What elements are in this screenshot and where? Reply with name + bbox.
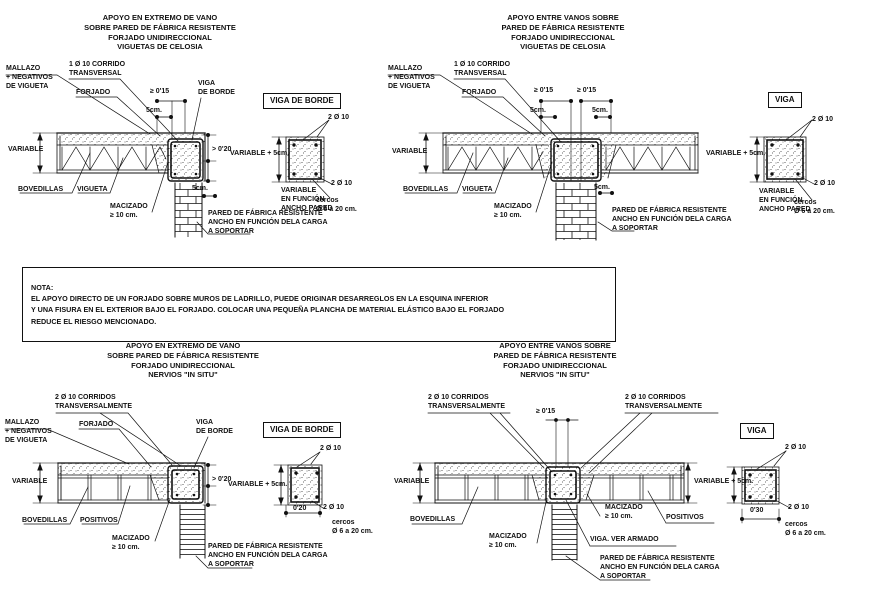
label-top-bars: 2 Ø 10: [320, 445, 342, 452]
label-top-bars: 2 Ø 10: [785, 444, 807, 451]
box-label-viga: VIGA: [768, 92, 802, 108]
label-mallazo-negativos: MALLAZO + NEGATIVOS DE VIGUETA: [6, 65, 53, 90]
label-viga-ver-armado: VIGA. VER ARMADO: [590, 536, 659, 543]
label-pared-fabrica: PARED DE FÁBRICA RESISTENTE ANCHO EN FUN…: [208, 543, 328, 568]
dim-variable: VARIABLE: [8, 146, 44, 153]
label-bottom-bars: 2 Ø 10: [331, 180, 353, 187]
label-forjado: FORJADO: [462, 89, 497, 96]
label-bottom-bars: 2 Ø 10: [788, 504, 810, 511]
label-forjado: FORJADO: [79, 421, 114, 428]
label-bovedillas: BOVEDILLAS: [22, 517, 68, 524]
label-viga-de-borde-leader: VIGA DE BORDE: [196, 419, 233, 435]
dim-min-015: ≥ 0'15: [536, 408, 556, 415]
label-mallazo-negativos: MALLAZO + NEGATIVOS DE VIGUETA: [5, 419, 52, 444]
label-cercos: cercos Ø 6 a 20 cm.: [316, 197, 357, 213]
dim-5cm-wall: 5cm.: [594, 184, 610, 191]
dim-5cm-right: 5cm.: [592, 107, 608, 114]
label-macizado: MACIZADO ≥ 10 cm.: [112, 535, 150, 551]
label-pared-fabrica: PARED DE FÁBRICA RESISTENTE ANCHO EN FUN…: [600, 555, 720, 580]
label-viga-de-borde-leader: VIGA DE BORDE: [198, 80, 235, 96]
label-positivos: POSITIVOS: [666, 514, 704, 521]
label-cercos: cercos Ø 6 a 20 cm.: [794, 199, 835, 215]
label-bottom-bars: 2 Ø 10: [814, 180, 836, 187]
label-corrido-transversal: 1 Ø 10 CORRIDO TRANSVERSAL: [69, 61, 126, 77]
dim-section-height: VARIABLE + 5cm.: [694, 478, 754, 485]
dim-section-width: 0'30: [750, 507, 764, 514]
note-box: NOTA: EL APOYO DIRECTO DE UN FORJADO SOB…: [22, 267, 616, 342]
dim-section-width: 0'20: [293, 505, 307, 512]
label-pared-fabrica: PARED DE FÁBRICA RESISTENTE ANCHO EN FUN…: [208, 210, 328, 235]
dim-section-height: VARIABLE + 5cm.: [230, 150, 290, 157]
dim-variable: VARIABLE: [392, 148, 428, 155]
dim-section-height: VARIABLE + 5cm.: [228, 481, 288, 488]
label-pared-fabrica: PARED DE FÁBRICA RESISTENTE ANCHO EN FUN…: [612, 207, 732, 232]
dim-min-015-left: ≥ 0'15: [534, 87, 554, 94]
note-body: EL APOYO DIRECTO DE UN FORJADO SOBRE MUR…: [31, 294, 505, 326]
label-mallazo-negativos: MALLAZO + NEGATIVOS DE VIGUETA: [388, 65, 435, 90]
label-macizado: MACIZADO ≥ 10 cm.: [110, 203, 148, 219]
label-corridos-transversalmente-left: 2 Ø 10 CORRIDOS TRANSVERSALMENTE: [428, 394, 506, 410]
label-vigueta: VIGUETA: [77, 186, 108, 193]
label-cercos: cercos Ø 6 a 20 cm.: [332, 519, 373, 535]
box-label-viga-de-borde: VIGA DE BORDE: [263, 422, 341, 438]
label-corridos-transversalmente: 2 Ø 10 CORRIDOS TRANSVERSALMENTE: [55, 394, 133, 410]
label-forjado: FORJADO: [76, 89, 111, 96]
label-cercos: cercos Ø 6 a 20 cm.: [785, 521, 826, 537]
label-corridos-transversalmente-right: 2 Ø 10 CORRIDOS TRANSVERSALMENTE: [625, 394, 703, 410]
box-label-viga-de-borde: VIGA DE BORDE: [263, 93, 341, 109]
dim-variable-left: VARIABLE: [394, 478, 430, 485]
label-bovedillas: BOVEDILLAS: [403, 186, 449, 193]
detail-title-nervios-extremo: APOYO EN EXTREMO DE VANO SOBRE PARED DE …: [107, 341, 259, 380]
dim-section-height: VARIABLE + 5cm.: [706, 150, 766, 157]
note-heading: NOTA:: [31, 283, 54, 293]
dim-5cm: 5cm.: [146, 107, 162, 114]
dim-020: > 0'20: [212, 476, 232, 483]
dim-5cm-left: 5cm.: [530, 107, 546, 114]
label-macizado-right: MACIZADO ≥ 10 cm.: [605, 504, 643, 520]
detail-title-viguetas-entre-vanos: APOYO ENTRE VANOS SOBRE PARED DE FÁBRICA…: [501, 13, 625, 52]
label-variable-funcion: VARIABLE EN FUNCIÓN ANCHO PARED: [759, 188, 811, 213]
detail-title-viguetas-extremo: APOYO EN EXTREMO DE VANO SOBRE PARED DE …: [84, 13, 236, 52]
dim-min-015-right: ≥ 0'15: [577, 87, 597, 94]
dim-5cm-wall: 5cm.: [192, 185, 208, 192]
dim-variable: VARIABLE: [12, 478, 48, 485]
detail-title-nervios-entre-vanos: APOYO ENTRE VANOS SOBRE PARED DE FÁBRICA…: [493, 341, 617, 380]
label-top-bars: 2 Ø 10: [812, 116, 834, 123]
label-variable-funcion: VARIABLE EN FUNCIÓN ANCHO PARED: [281, 187, 333, 212]
label-vigueta: VIGUETA: [462, 186, 493, 193]
label-bottom-bars: 2 Ø 10: [323, 504, 345, 511]
label-positivos: POSITIVOS: [80, 517, 118, 524]
label-top-bars: 2 Ø 10: [328, 114, 350, 121]
box-label-viga: VIGA: [740, 423, 774, 439]
dim-min-015: ≥ 0'15: [150, 88, 170, 95]
label-bovedillas: BOVEDILLAS: [18, 186, 64, 193]
label-macizado-left: MACIZADO ≥ 10 cm.: [489, 533, 527, 549]
label-corrido-transversal: 1 Ø 10 CORRIDO TRANSVERSAL: [454, 61, 511, 77]
label-bovedillas: BOVEDILLAS: [410, 516, 456, 523]
dim-020: > 0'20: [212, 146, 232, 153]
label-macizado: MACIZADO ≥ 10 cm.: [494, 203, 532, 219]
